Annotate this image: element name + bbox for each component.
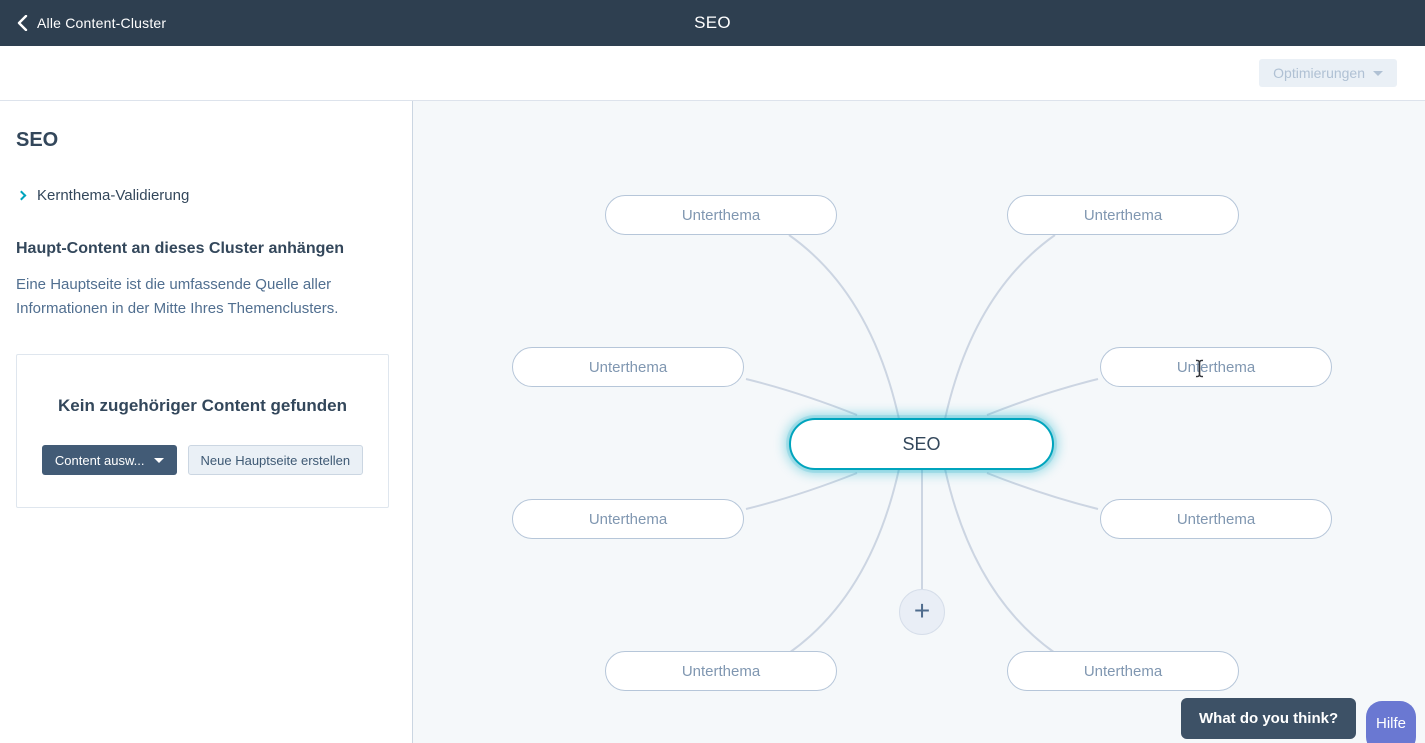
subtopic-node[interactable]: Unterthema (1007, 651, 1239, 691)
subtopic-node[interactable]: Unterthema (1007, 195, 1239, 235)
subtopic-label: Unterthema (588, 358, 668, 376)
no-content-heading: Kein zugehöriger Content gefunden (58, 396, 347, 415)
subtopic-node[interactable]: Unterthema (605, 651, 837, 691)
chevron-right-icon (16, 190, 27, 201)
feedback-button[interactable]: What do you think? (1181, 698, 1357, 739)
select-content-button[interactable]: Content ausw... (41, 445, 177, 475)
content-area: SEO Kernthema-Validierung Haupt-Content … (0, 101, 1425, 743)
subtopic-label: Unterthema (681, 662, 761, 680)
optimizations-button-label: Optimierungen (1273, 65, 1365, 81)
cluster-title: SEO (16, 129, 59, 151)
subtopic-label: Unterthema (588, 510, 668, 528)
create-main-page-button-label: Neue Hauptseite erstellen (200, 452, 351, 468)
top-bar: Alle Content-Cluster SEO (0, 0, 1425, 46)
subtopic-node[interactable]: Unterthema (1100, 347, 1332, 387)
sidebar: SEO Kernthema-Validierung Haupt-Content … (0, 101, 413, 743)
back-link-label: Alle Content-Cluster (37, 15, 167, 31)
help-button[interactable]: Hilfe (1366, 701, 1416, 743)
core-topic-label: SEO (902, 433, 941, 454)
cluster-connector-lines (745, 234, 1099, 654)
no-content-actions: Content ausw... Neue Hauptseite erstelle… (27, 445, 378, 475)
subtopic-node[interactable]: Unterthema (512, 499, 744, 539)
subtopic-label: Unterthema (1176, 358, 1256, 376)
chevron-down-icon (153, 457, 164, 463)
core-topic-validation-label: Kernthema-Validierung (37, 187, 190, 204)
page-title: SEO (694, 13, 731, 32)
add-subtopic-button[interactable]: + (899, 589, 945, 635)
subtopic-label: Unterthema (1083, 662, 1163, 680)
no-content-card: Kein zugehöriger Content gefunden Conten… (16, 354, 389, 508)
core-topic-validation-toggle[interactable]: Kernthema-Validierung (16, 187, 388, 204)
attach-content-description: Eine Hauptseite ist die umfassende Quell… (16, 276, 339, 317)
subtopic-label: Unterthema (1176, 510, 1256, 528)
subtopic-node[interactable]: Unterthema (512, 347, 744, 387)
topic-cluster-canvas[interactable]: Unterthema Unterthema Unterthema Unterth… (413, 101, 1425, 743)
subtopic-label: Unterthema (1083, 206, 1163, 224)
subtopic-node[interactable]: Unterthema (1100, 499, 1332, 539)
core-topic-node[interactable]: SEO (789, 418, 1054, 470)
attach-content-heading: Haupt-Content an dieses Cluster anhängen (16, 240, 345, 257)
optimizations-button[interactable]: Optimierungen (1259, 59, 1397, 87)
back-to-clusters-link[interactable]: Alle Content-Cluster (16, 15, 166, 31)
chevron-left-icon (16, 15, 28, 31)
select-content-button-label: Content ausw... (54, 452, 145, 468)
create-main-page-button[interactable]: Neue Hauptseite erstellen (187, 445, 364, 475)
subtopic-label: Unterthema (681, 206, 761, 224)
plus-icon: + (913, 594, 931, 626)
chevron-down-icon (1373, 70, 1383, 76)
subtopic-node[interactable]: Unterthema (605, 195, 837, 235)
toolbar: Optimierungen (0, 46, 1425, 101)
